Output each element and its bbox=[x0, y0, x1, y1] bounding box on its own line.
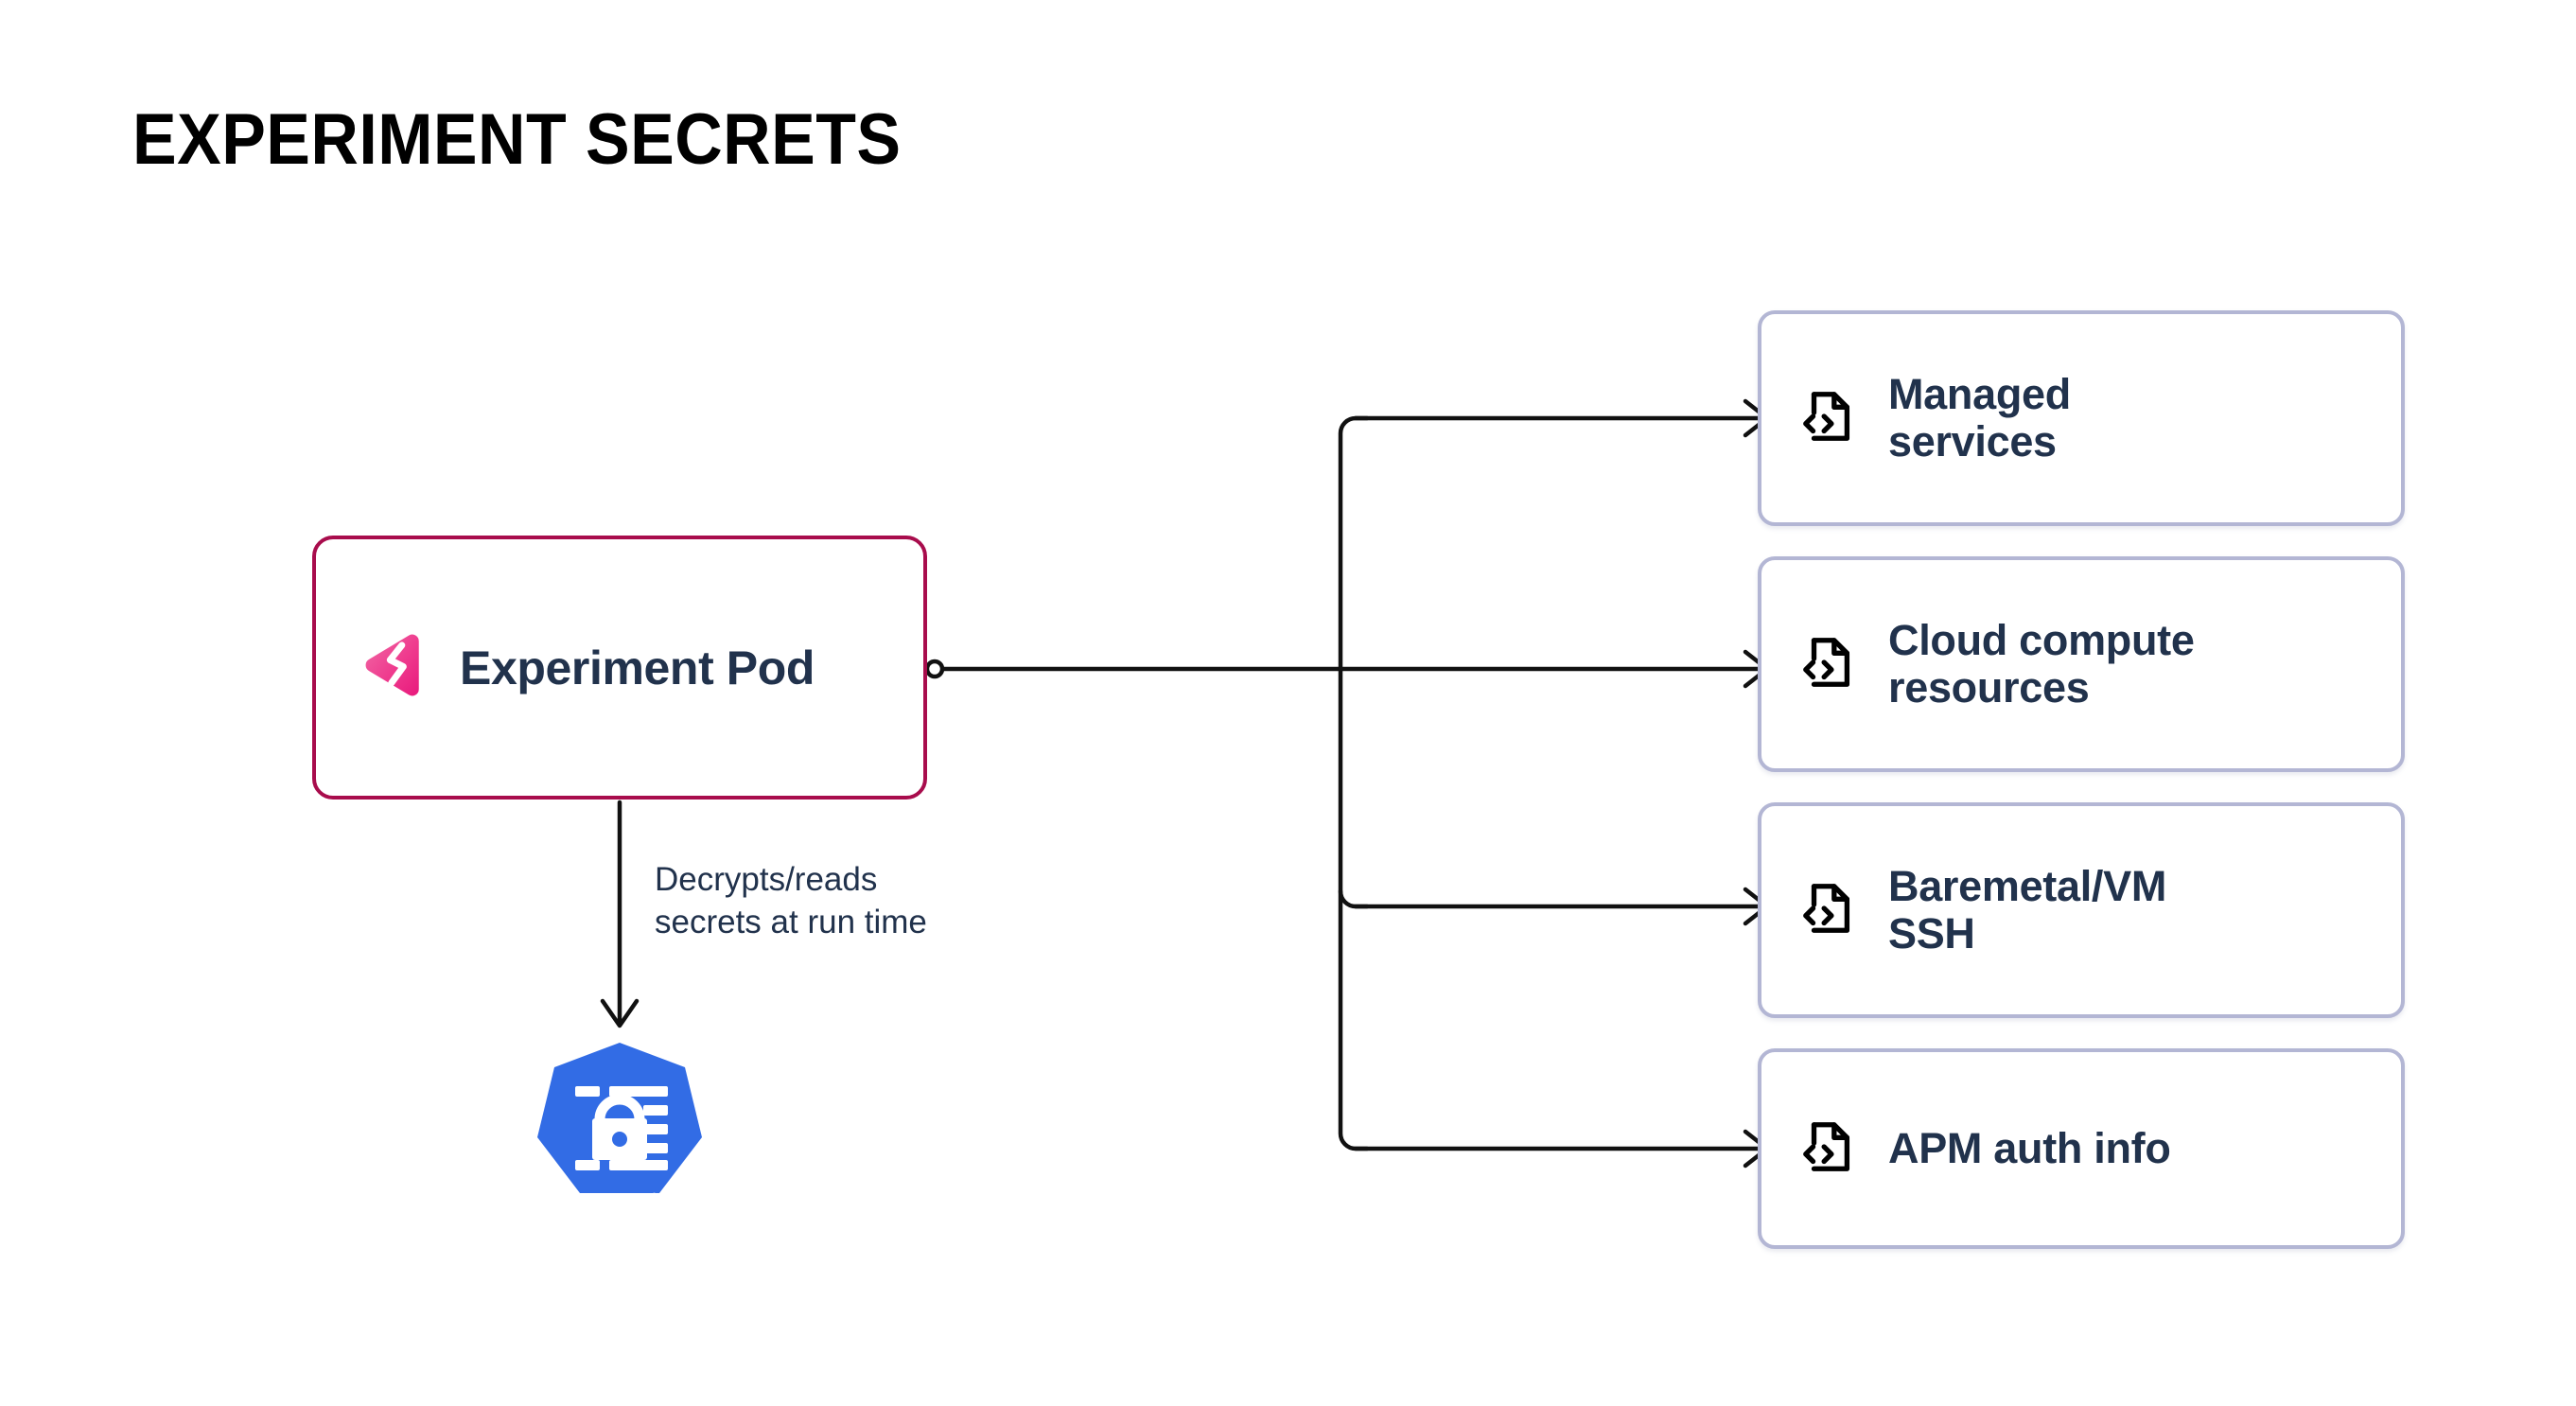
kubernetes-heptagon-icon bbox=[537, 1043, 702, 1193]
resource-card-label-line2: resources bbox=[1888, 663, 2090, 712]
arrowhead-secret bbox=[600, 998, 640, 1028]
resource-card-label: Baremetal/VM SSH bbox=[1888, 861, 2167, 958]
resource-card-label: APM auth info bbox=[1888, 1123, 2171, 1172]
kubernetes-secret-node[interactable]: secret bbox=[534, 1039, 706, 1223]
resource-card-label-line1: APM auth info bbox=[1888, 1123, 2171, 1172]
resource-card-label: Cloud compute resources bbox=[1888, 615, 2195, 712]
gremlin-logo-icon bbox=[358, 628, 460, 707]
file-code-icon bbox=[1799, 1117, 1888, 1181]
edge-annotation-line1: Decrypts/reads bbox=[655, 861, 878, 898]
file-code-icon bbox=[1799, 633, 1888, 696]
experiment-pod-node[interactable]: Experiment Pod bbox=[312, 536, 927, 800]
file-code-icon bbox=[1799, 879, 1888, 942]
edge-annotation: Decrypts/reads secrets at run time bbox=[655, 859, 1052, 944]
resource-card-cloud-compute-resources[interactable]: Cloud compute resources bbox=[1758, 556, 2405, 772]
connector-trunk-down bbox=[1338, 666, 1370, 1151]
resource-card-label-line1: Baremetal/VM bbox=[1888, 861, 2167, 910]
edge-annotation-line2: secrets at run time bbox=[655, 903, 927, 940]
experiment-pod-label: Experiment Pod bbox=[460, 641, 815, 694]
resource-card-label-line1: Cloud compute bbox=[1888, 615, 2195, 664]
resource-card-label: Managed services bbox=[1888, 369, 2071, 466]
resource-card-label-line2: SSH bbox=[1888, 909, 1975, 958]
resource-card-label-line1: Managed bbox=[1888, 369, 2071, 418]
connection-port-icon bbox=[924, 659, 945, 679]
secret-label: secret bbox=[581, 1186, 658, 1218]
resource-card-apm-auth-info[interactable]: APM auth info bbox=[1758, 1048, 2405, 1249]
page-title: EXPERIMENT SECRETS bbox=[132, 99, 902, 180]
connector-branch-baremetal bbox=[1338, 888, 1370, 909]
connector-trunk-up bbox=[1338, 415, 1370, 672]
resource-card-managed-services[interactable]: Managed services bbox=[1758, 310, 2405, 526]
file-code-icon bbox=[1799, 387, 1888, 450]
resource-card-baremetal-vm-ssh[interactable]: Baremetal/VM SSH bbox=[1758, 802, 2405, 1018]
resource-card-label-line2: services bbox=[1888, 417, 2057, 466]
